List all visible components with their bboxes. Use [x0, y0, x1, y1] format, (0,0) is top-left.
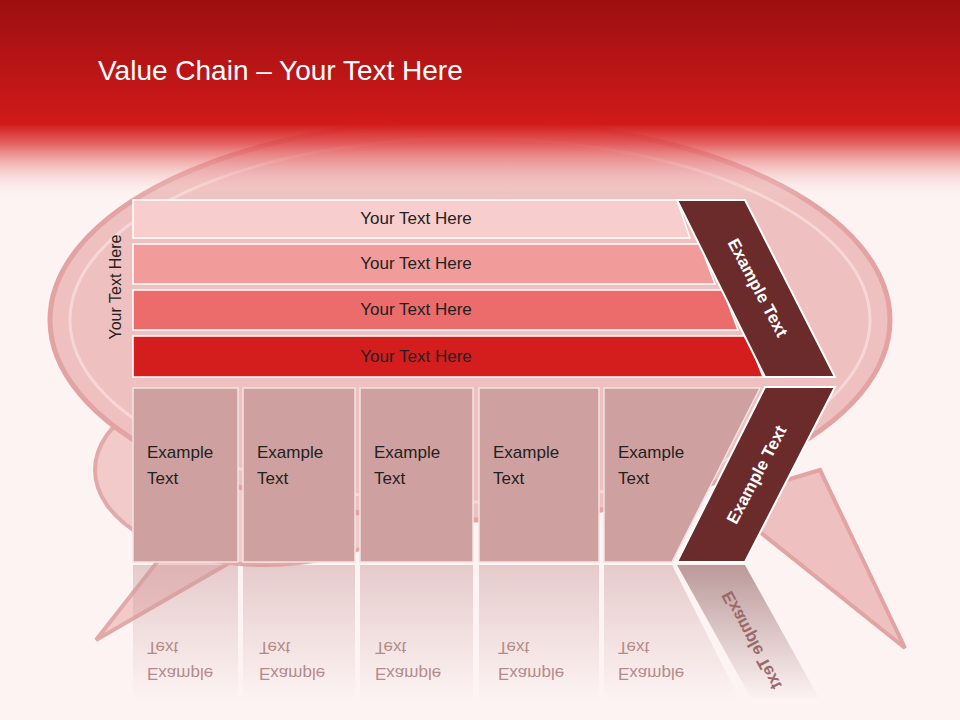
- reflection-text: Example Text: [259, 634, 349, 686]
- band-shape-outline: [133, 336, 763, 377]
- node-text: Your Text Here: [133, 300, 699, 320]
- box-shape-outline: [360, 388, 473, 562]
- header-bar: [0, 0, 960, 200]
- node-text: Example Text: [493, 440, 593, 492]
- reflection: [133, 565, 820, 700]
- reflection-text: Example Text: [147, 634, 237, 686]
- box-shape-outline: [479, 388, 599, 562]
- node-text: Example Text: [618, 440, 718, 492]
- chevron-shape-outline: [677, 387, 835, 562]
- activity-box: Example Text: [133, 388, 238, 562]
- activity-box: Example Text: [360, 388, 473, 562]
- activity-band: Your Text Here: [133, 336, 763, 377]
- reflection-text: Example Text: [375, 634, 465, 686]
- node-text: Your Text Here: [133, 347, 699, 367]
- reflection-text: Example Text: [498, 634, 588, 686]
- activity-band: Your Text Here: [133, 244, 715, 284]
- node-text: Your Text Here: [133, 209, 699, 229]
- side-label: Your Text Here: [107, 235, 125, 340]
- chevron-shape-outline: [677, 200, 835, 377]
- band-shape-outline: [133, 244, 715, 284]
- activity-band: Your Text Here: [133, 200, 690, 238]
- box-shape-outline: [243, 388, 355, 562]
- activity-box: Example Text: [479, 388, 599, 562]
- node-text: Your Text Here: [133, 254, 699, 274]
- box-shape-outline: [133, 388, 238, 562]
- activity-box: Example Text: [243, 388, 355, 562]
- node-text: Example Text: [374, 440, 467, 492]
- band-shape-outline: [133, 290, 738, 330]
- margin-chevron: Example Text: [677, 387, 837, 562]
- margin-chevron: Example Text: [677, 200, 837, 378]
- node-text: Example Text: [257, 440, 349, 492]
- reflection-text: Example Text: [618, 634, 708, 686]
- node-text: Example Text: [147, 440, 232, 492]
- activity-band: Your Text Here: [133, 290, 738, 330]
- slide-title: Value Chain – Your Text Here: [98, 55, 463, 87]
